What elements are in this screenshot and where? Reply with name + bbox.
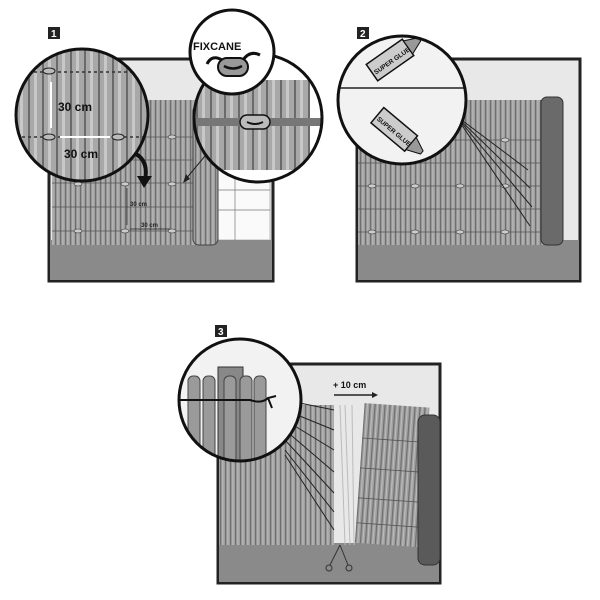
step-2-glue-arrows <box>454 114 533 227</box>
step-2-zoom-glue: SUPER GLUE SUPER GLUE <box>338 36 466 164</box>
step-1-zoom-horizontal-label: 30 cm <box>64 147 98 161</box>
step-3-new-roll <box>354 403 430 548</box>
step-3-number: 3 <box>218 327 224 338</box>
step-1-fence-horizontal-label: 30 cm <box>141 223 158 229</box>
step-1-zoom-vertical-label: 30 cm <box>58 100 92 114</box>
step-2-ground <box>358 240 579 280</box>
step-3-panel: 3 + 10 cm <box>177 325 442 585</box>
fixcane-callout: FIXCANE <box>188 8 276 96</box>
step-1-number: 1 <box>51 29 57 40</box>
step-2-roll <box>540 96 564 246</box>
step-1-zoom-spacing: 30 cm 30 cm <box>16 49 148 181</box>
step-1-clips <box>73 134 177 234</box>
step-3-roll <box>417 414 441 566</box>
step-3-overlap-wires <box>339 404 355 546</box>
step-3-zoom-tie <box>179 339 301 461</box>
step-1-ground <box>50 240 272 280</box>
step-2-number: 2 <box>360 29 366 40</box>
scissors-icon <box>325 544 353 572</box>
step-1-panel: 1 30 cm 30 cm 30 c <box>14 8 324 283</box>
step-1-badge <box>48 27 60 39</box>
fixcane-label: FIXCANE <box>193 41 241 53</box>
step-2-panel: 2 SUPER GLUE SUP <box>336 27 582 283</box>
overlap-label: + 10 cm <box>333 380 366 390</box>
step-3-badge <box>215 325 227 337</box>
step-2-badge <box>357 27 369 39</box>
step-1-fence-vertical-label: 30 cm <box>130 202 147 208</box>
step-3-ground <box>219 543 439 582</box>
